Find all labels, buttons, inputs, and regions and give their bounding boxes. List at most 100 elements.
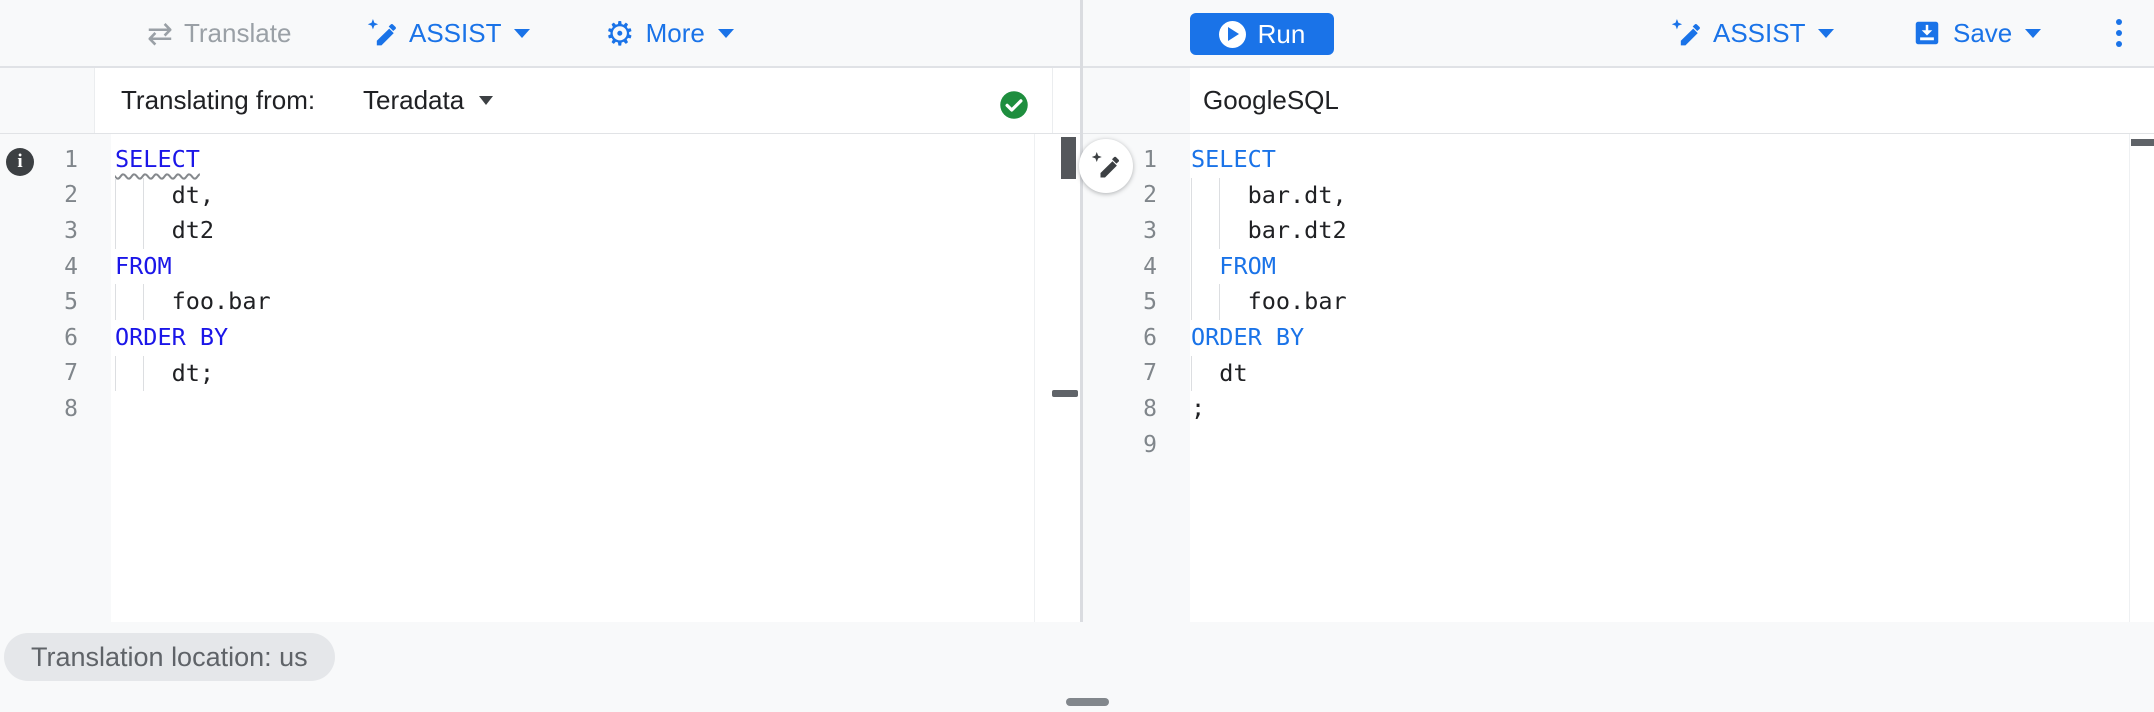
line-number-gutter [0, 134, 111, 622]
code-line: 7 dt [1083, 355, 2154, 392]
line-number: 4 [64, 253, 78, 280]
toolbar: ⇄ Translate ASSIST ⚙ More Run [0, 0, 2154, 68]
run-button-label: Run [1257, 18, 1306, 49]
chevron-down-icon [479, 96, 494, 105]
ai-suggest-wand-button[interactable] [1079, 139, 1133, 193]
line-number: 3 [1143, 217, 1157, 244]
split-drag-handle[interactable] [1052, 390, 1078, 397]
translating-from-label: Translating from: [121, 85, 316, 115]
indent-guide [115, 355, 116, 392]
line-number: 2 [1143, 182, 1157, 209]
validation-success-icon [999, 90, 1029, 120]
code-text: dt [1191, 355, 1248, 392]
source-scrollbar-track [1034, 134, 1035, 622]
code-line: 5 foo.bar [1083, 284, 2154, 320]
save-dropdown[interactable]: Save [1912, 0, 2042, 66]
chevron-down-icon [717, 28, 734, 38]
sql-text [1191, 252, 1219, 280]
indent-guide [1219, 213, 1221, 249]
code-line: 8; [1083, 391, 2154, 427]
code-text: foo.bar [115, 284, 271, 320]
indent-guide [1191, 177, 1192, 214]
indent-guide [1191, 355, 1192, 392]
target-scrollbar-thumb[interactable] [2131, 139, 2154, 146]
save-icon [1912, 18, 1942, 48]
indent-guide [1219, 177, 1221, 214]
source-vertical-scrollbar-thumb[interactable] [1061, 137, 1076, 179]
line-number: 8 [64, 395, 78, 422]
sql-text: dt, [115, 180, 215, 209]
sql-text: dt; [115, 358, 215, 387]
code-text: ORDER BY [115, 320, 228, 356]
indent-guide [1191, 248, 1192, 285]
more-options-kebab-menu[interactable] [2104, 0, 2134, 66]
indent-guide [1219, 284, 1221, 320]
code-text: SELECT [1191, 142, 1276, 178]
sql-keyword: ORDER BY [115, 322, 229, 351]
code-text: ; [1191, 391, 1205, 427]
code-line: 4 FROM [0, 249, 1080, 285]
magic-pen-icon [1671, 18, 1702, 49]
chevron-down-icon [2025, 28, 2042, 38]
indent-guide [143, 355, 145, 392]
line-number: 1 [64, 146, 78, 173]
sql-keyword: FROM [115, 251, 172, 280]
line-number: 6 [1143, 324, 1157, 351]
code-line: 8 [0, 391, 1080, 427]
line-number: 5 [1143, 289, 1157, 316]
line-number: 1 [1143, 146, 1157, 173]
chevron-down-icon [514, 28, 531, 38]
translation-location-chip: Translation location: us [4, 633, 335, 681]
more-dropdown[interactable]: ⚙ More [605, 0, 734, 66]
bottom-resize-handle[interactable] [1066, 698, 1109, 706]
indent-guide [115, 177, 116, 214]
assist-left-label: ASSIST [409, 17, 502, 48]
chevron-down-icon [1818, 28, 1835, 38]
line-number: 5 [64, 289, 78, 316]
code-line: 4 FROM [1083, 248, 2154, 285]
indent-guide [143, 177, 145, 214]
swap-arrows-icon: ⇄ [147, 15, 173, 51]
source-header-gutter [0, 68, 95, 133]
assist-left-dropdown[interactable]: ASSIST [367, 0, 531, 66]
indent-guide [143, 284, 145, 320]
source-dialect-dropdown[interactable]: Teradata [363, 68, 494, 133]
code-line: 3 dt2 [0, 213, 1080, 249]
line-number: 6 [64, 324, 78, 351]
code-line: 2 bar.dt, [1083, 177, 2154, 214]
run-button[interactable]: Run [1190, 13, 1334, 55]
code-text: dt; [115, 355, 215, 392]
sql-text: ; [1191, 394, 1206, 423]
translation-location-label: Translation location: us [31, 641, 308, 672]
panel-divider [1080, 0, 1083, 622]
line-number: 7 [64, 360, 78, 387]
sql-keyword: ORDER BY [1191, 322, 1305, 351]
bottom-bar: Translation location: us [0, 622, 2154, 712]
assist-right-dropdown[interactable]: ASSIST [1671, 0, 1835, 66]
line-number: 9 [1143, 431, 1157, 458]
target-panel-header: GoogleSQL [1083, 68, 2154, 134]
translate-button[interactable]: ⇄ Translate [147, 0, 291, 66]
code-text: bar.dt2 [1191, 213, 1347, 249]
magic-pen-icon [1091, 151, 1121, 181]
code-line: 1 SELECT [1083, 142, 2154, 178]
more-label: More [645, 17, 705, 48]
sql-text: bar.dt2 [1191, 216, 1347, 245]
gear-icon: ⚙ [605, 14, 635, 52]
sql-text: dt [1191, 358, 1248, 387]
code-text: dt2 [115, 213, 214, 249]
indent-guide [143, 213, 145, 249]
info-icon[interactable]: i [6, 148, 34, 176]
code-line: 9 [1083, 427, 2154, 463]
code-line: 7 dt; [0, 355, 1080, 392]
code-text: dt, [115, 177, 215, 214]
translate-button-label: Translate [183, 17, 292, 48]
code-line: 6 ORDER BY [0, 320, 1080, 356]
indent-guide [115, 284, 116, 320]
